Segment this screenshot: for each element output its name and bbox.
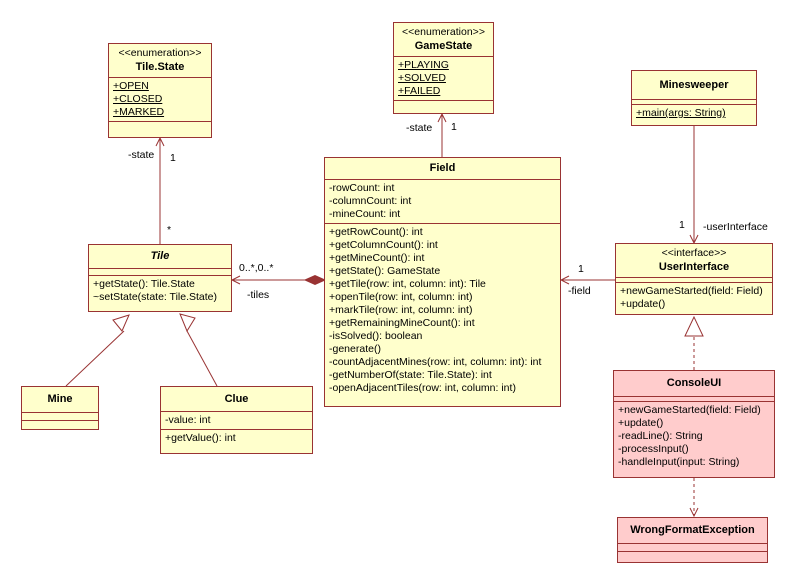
tile-state-role-label: -state xyxy=(128,149,155,161)
op-get-state: +getState(): GameState xyxy=(329,265,441,277)
mine-generalization-line xyxy=(65,330,125,387)
literal-playing: +PLAYING xyxy=(398,59,449,71)
op-main: +main(args: String) xyxy=(636,107,726,119)
wfe-op-section xyxy=(618,552,767,559)
op-get-remaining-mine-count: +getRemainingMineCount(): int xyxy=(329,317,475,329)
console-ui-empty-section xyxy=(614,397,774,402)
game-state-mult-label: 1 xyxy=(451,121,457,133)
op-console-read-line: -readLine(): String xyxy=(618,430,703,442)
tile-state-stereotype: <<enumeration>> xyxy=(118,47,202,59)
tile-empty-section xyxy=(89,269,231,276)
game-state-enum[interactable]: <<enumeration>> GameState +PLAYING +SOLV… xyxy=(393,22,494,114)
user-interface-empty-section xyxy=(616,278,772,283)
wrong-format-exception-name: WrongFormatException xyxy=(630,524,755,536)
attr-column-count: -columnCount: int xyxy=(329,195,412,207)
tiles-role-label: -tiles xyxy=(247,289,270,301)
field-class[interactable]: Field -rowCount: int -columnCount: int -… xyxy=(324,157,561,407)
op-console-new-game-started: +newGameStarted(field: Field) xyxy=(618,404,761,416)
op-get-column-count: +getColumnCount(): int xyxy=(329,239,438,251)
tile-state-enum[interactable]: <<enumeration>> Tile.State +OPEN +CLOSED… xyxy=(108,43,212,138)
user-interface-name: UserInterface xyxy=(658,261,730,273)
op-ui-new-game-started: +newGameStarted(field: Field) xyxy=(620,285,763,297)
wfe-attr-section xyxy=(618,544,767,552)
op-tile-get-state: +getState(): Tile.State xyxy=(93,278,195,290)
clue-generalization-triangle xyxy=(179,313,196,333)
op-is-solved: -isSolved(): boolean xyxy=(329,330,423,342)
tile-mult-star-label: * xyxy=(167,224,172,236)
op-count-adjacent-mines: -countAdjacentMines(row: int, column: in… xyxy=(329,356,542,368)
op-get-row-count: +getRowCount(): int xyxy=(329,226,423,238)
mine-generalization-triangle xyxy=(112,314,130,332)
ui-mult-label: 1 xyxy=(679,219,685,231)
tile-name: Tile xyxy=(150,250,170,262)
op-get-tile: +getTile(row: int, column: int): Tile xyxy=(329,278,486,290)
game-state-empty-section xyxy=(394,101,493,113)
mine-class[interactable]: Mine xyxy=(21,386,99,430)
field-role-label: -field xyxy=(568,285,591,297)
user-interface-class[interactable]: <<interface>> UserInterface +newGameStar… xyxy=(615,243,773,315)
clue-generalization-line xyxy=(186,330,218,387)
literal-open: +OPEN xyxy=(113,80,149,92)
op-clue-get-value: +getValue(): int xyxy=(165,432,236,444)
op-console-process-input: -processInput() xyxy=(618,443,689,455)
console-ui-class[interactable]: ConsoleUI +newGameStarted(field: Field) … xyxy=(613,370,775,478)
op-ui-update: +update() xyxy=(620,298,666,310)
literal-failed: +FAILED xyxy=(398,85,441,97)
op-open-tile: +openTile(row: int, column: int) xyxy=(329,291,473,303)
game-state-role-label: -state xyxy=(406,122,433,134)
literal-closed: +CLOSED xyxy=(113,93,163,105)
field-name: Field xyxy=(429,162,456,174)
minesweeper-name: Minesweeper xyxy=(659,79,729,91)
mine-attr-section xyxy=(22,413,98,421)
op-mark-tile: +markTile(row: int, column: int) xyxy=(329,304,473,316)
literal-solved: +SOLVED xyxy=(398,72,446,84)
attr-mine-count: -mineCount: int xyxy=(329,208,401,220)
tiles-mult-label: 0..*,0..* xyxy=(239,262,274,274)
clue-class[interactable]: Clue -value: int +getValue(): int xyxy=(160,386,313,454)
op-get-mine-count: +getMineCount(): int xyxy=(329,252,425,264)
mine-op-section xyxy=(22,421,98,428)
user-interface-stereotype: <<interface>> xyxy=(661,247,727,259)
op-console-update: +update() xyxy=(618,417,664,429)
tile-class[interactable]: Tile +getState(): Tile.State ~setState(s… xyxy=(88,244,232,312)
clue-name: Clue xyxy=(224,393,249,405)
attr-clue-value: -value: int xyxy=(165,414,211,426)
mine-name: Mine xyxy=(47,393,73,405)
tile-state-empty-section xyxy=(109,122,211,134)
field-mult-label: 1 xyxy=(578,263,584,275)
tile-state-name: Tile.State xyxy=(135,61,185,73)
ui-role-label: -userInterface xyxy=(703,221,768,233)
literal-marked: +MARKED xyxy=(113,106,165,118)
game-state-name: GameState xyxy=(414,40,473,52)
console-ui-name: ConsoleUI xyxy=(666,377,722,389)
op-console-handle-input: -handleInput(input: String) xyxy=(618,456,740,468)
realization-triangle xyxy=(684,315,704,337)
op-open-adjacent-tiles: -openAdjacentTiles(row: int, column: int… xyxy=(329,382,516,394)
tile-state-mult-label: 1 xyxy=(170,152,176,164)
op-get-number-of: -getNumberOf(state: Tile.State): int xyxy=(329,369,492,381)
attr-row-count: -rowCount: int xyxy=(329,182,395,194)
op-generate: -generate() xyxy=(329,343,381,355)
tile-arrowhead xyxy=(230,275,241,285)
minesweeper-empty-section xyxy=(632,100,756,105)
wrong-format-exception-class[interactable]: WrongFormatException xyxy=(617,517,768,563)
minesweeper-class[interactable]: Minesweeper +main(args: String) xyxy=(631,70,757,126)
composition-diamond xyxy=(303,274,327,286)
game-state-stereotype: <<enumeration>> xyxy=(402,26,485,38)
op-tile-set-state: ~setState(state: Tile.State) xyxy=(93,291,218,303)
